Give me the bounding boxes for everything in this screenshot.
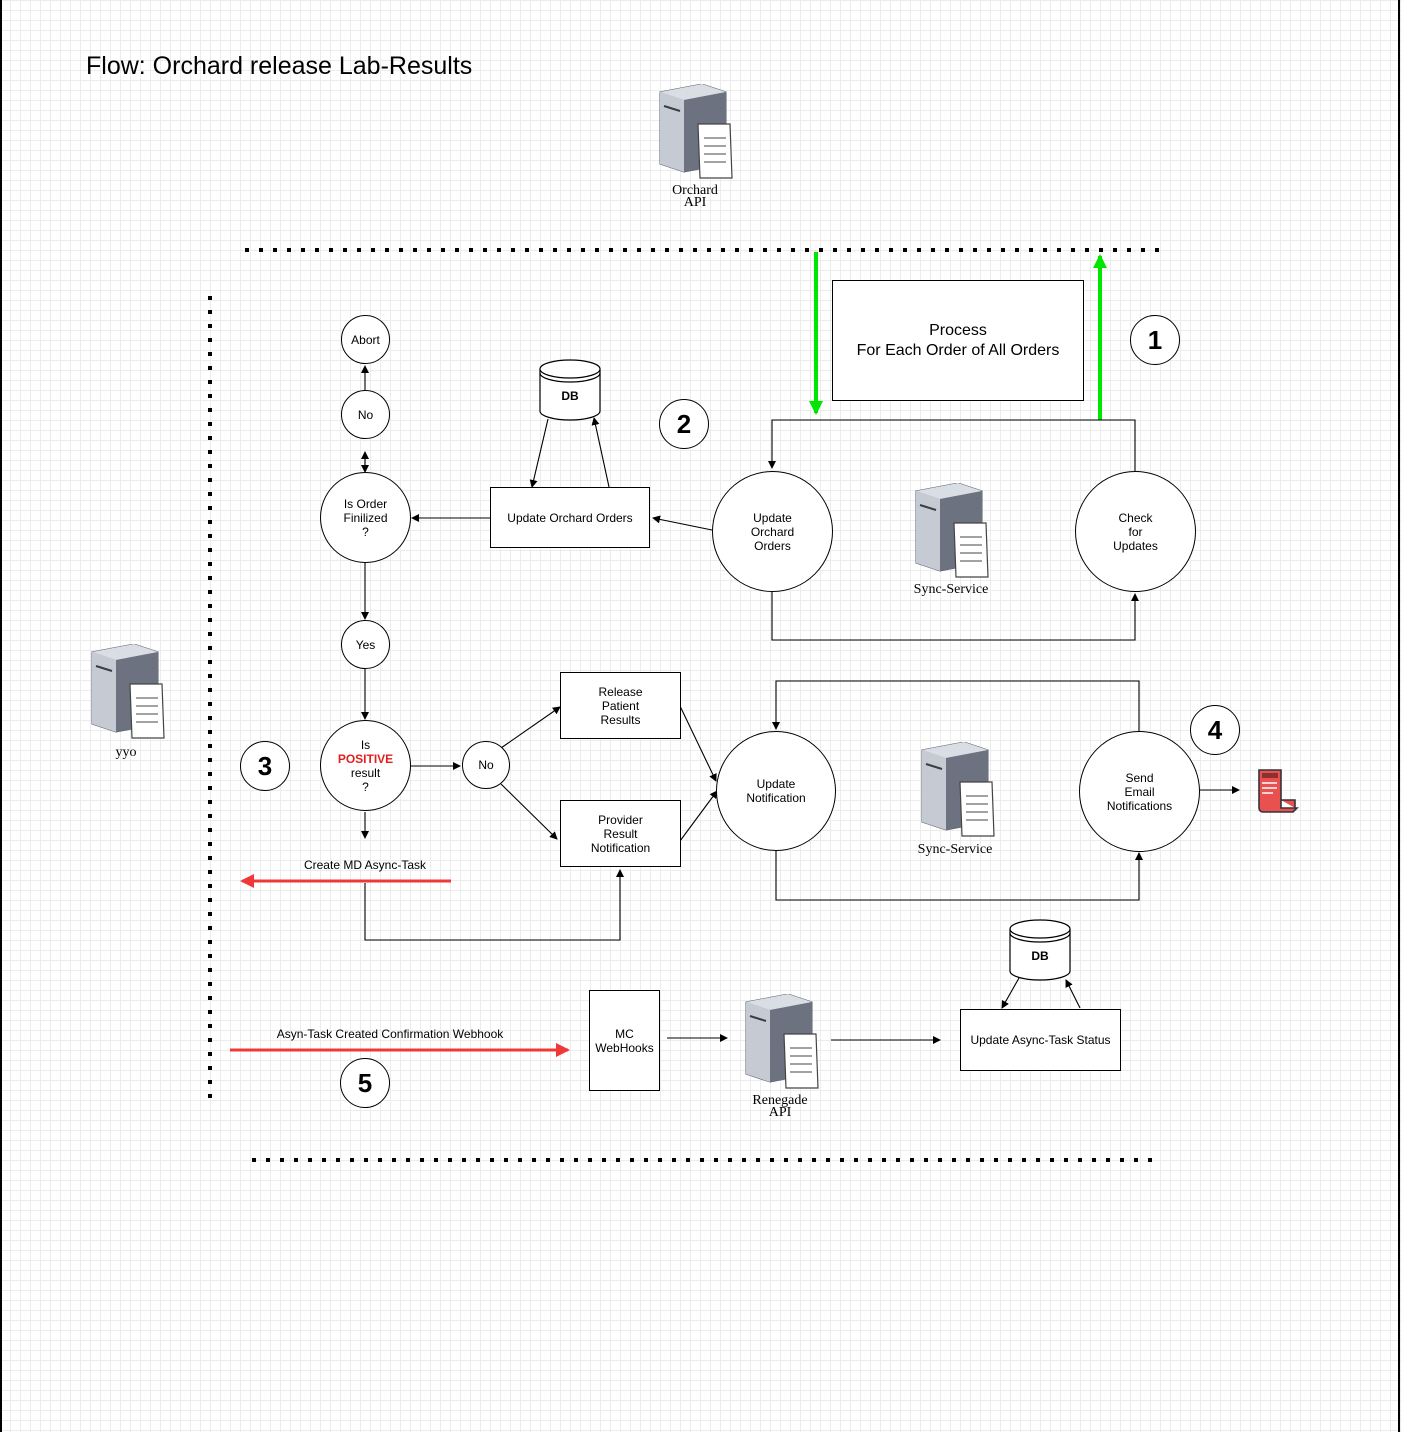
diagram-title: Flow: Orchard release Lab-Results [86, 52, 473, 80]
mc-webhooks-box: MC WebHooks [589, 990, 660, 1091]
update-orchard-orders-box: Update Orchard Orders [490, 487, 650, 548]
create-md-async-task-label: Create MD Async-Task [303, 858, 427, 872]
orchard-api-label: Orchard API [672, 183, 718, 210]
step-5-badge: 5 [340, 1058, 390, 1108]
boundary-lines [208, 248, 1162, 1162]
update-notification-node: Update Notification [716, 731, 836, 851]
email-document-icon [1258, 769, 1299, 813]
is-order-finalized-node: Is Order Finilized ? [320, 472, 411, 563]
step-4-badge: 4 [1190, 705, 1240, 755]
left-border [0, 0, 2, 1432]
red-arrows [230, 874, 570, 1057]
db-top-label: DB [561, 389, 579, 403]
is-positive-prefix: Is [360, 737, 371, 752]
green-arrows [809, 252, 1107, 420]
positive-highlight: POSITIVE [337, 751, 394, 766]
db-bottom-label: DB [1031, 949, 1049, 963]
update-async-task-status-box: Update Async-Task Status [960, 1009, 1121, 1071]
process-box: Process For Each Order of All Orders [832, 280, 1084, 401]
database-icon: DB [1009, 919, 1071, 981]
server-icon [918, 741, 998, 842]
step-1-badge: 1 [1130, 315, 1180, 365]
right-border [1398, 0, 1400, 1432]
release-patient-results-box: Release Patient Results [560, 672, 681, 739]
webhook-label: Asyn-Task Created Confirmation Webhook [276, 1027, 504, 1041]
server-icon [742, 993, 822, 1094]
server-icon [912, 482, 992, 583]
step-2-badge: 2 [659, 399, 709, 449]
flow-lines [361, 365, 1240, 1044]
no-mid-node: No [462, 741, 510, 789]
update-orchard-orders-node: Update Orchard Orders [712, 471, 833, 592]
abort-node: Abort [341, 315, 390, 364]
renegade-api-label: Renegade API [752, 1093, 808, 1120]
no-top-node: No [341, 390, 390, 439]
step-3-badge: 3 [240, 741, 290, 791]
server-icon [656, 83, 736, 184]
is-positive-result-node: Is POSITIVE result ? [320, 720, 411, 811]
is-positive-suffix: result ? [350, 765, 381, 794]
database-icon: DB [539, 359, 601, 421]
sync-service-top-label: Sync-Service [913, 582, 989, 597]
yes-node: Yes [341, 620, 390, 669]
provider-result-notification-box: Provider Result Notification [560, 800, 681, 867]
check-for-updates-node: Check for Updates [1075, 471, 1196, 592]
send-email-notifications-node: Send Email Notifications [1079, 731, 1200, 852]
server-icon [88, 643, 168, 744]
sync-service-bottom-label: Sync-Service [917, 842, 993, 857]
yyo-label: yyo [115, 745, 137, 760]
